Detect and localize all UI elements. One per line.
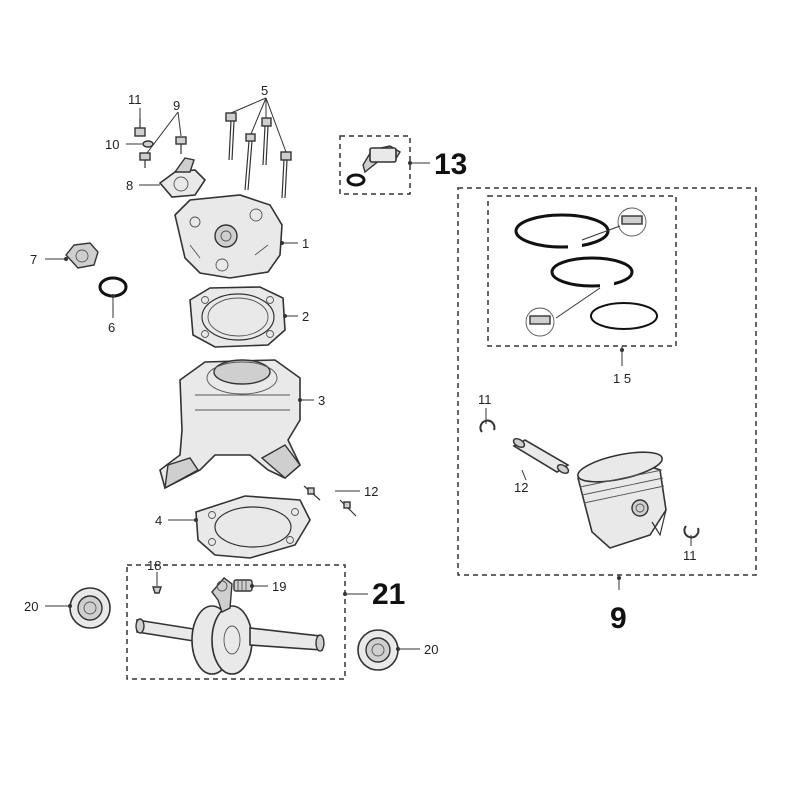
circlip-left-part (479, 419, 496, 433)
label-base-gasket-4: 4 (155, 513, 162, 528)
head-bolts-part (225, 112, 292, 199)
label-o-ring-6: 6 (108, 320, 115, 335)
label-bearing-left-20: 20 (24, 599, 38, 614)
washer-10-part (142, 140, 154, 148)
piston-rings-part (514, 207, 658, 337)
label-circlip-right-11: 11 (683, 548, 697, 563)
label-bearing-right-20: 20 (424, 642, 438, 657)
cylinder-part (159, 359, 301, 490)
base-gasket-part (195, 495, 311, 559)
label-head-bolts-5: 5 (261, 83, 268, 98)
label-screw-9: 9 (173, 98, 180, 113)
temp-sensor-part (346, 145, 401, 187)
label-bolt-11: 11 (128, 92, 142, 107)
piston-rings-group-box (487, 195, 677, 347)
piston-leaders (485, 346, 692, 590)
label-washer-10: 10 (105, 137, 119, 152)
circlip-right-part (683, 525, 700, 539)
label-piston-rings-15: 1 5 (613, 371, 631, 386)
label-key-18: 18 (147, 558, 161, 573)
piston-part (577, 451, 667, 549)
label-piston-pin-12: 12 (514, 480, 528, 495)
label-thermostat-7: 7 (30, 252, 37, 267)
needle-bearing-19-part (233, 579, 253, 592)
bolt-11-part (134, 118, 146, 137)
label-thermostat-cover-8: 8 (126, 178, 133, 193)
label-crankshaft-group-21: 21 (372, 578, 405, 611)
screw-9-parts (139, 136, 187, 168)
label-head-gasket-2: 2 (302, 309, 309, 324)
bearing-left-part (69, 587, 111, 629)
thermostat-part (65, 242, 99, 269)
key-18-part (152, 586, 162, 594)
temp-sensor-leader (408, 161, 430, 165)
label-cylinder-3: 3 (318, 393, 325, 408)
label-circlip-left-11: 11 (478, 392, 492, 407)
label-piston-kit-group-9: 9 (610, 602, 627, 635)
bearing-right-part (357, 629, 399, 671)
label-studs-12: 12 (364, 484, 378, 499)
cylinder-head-part (174, 194, 283, 279)
piston-kit-group-box (457, 187, 757, 576)
piston-pin-part (512, 438, 570, 474)
head-gasket-part (189, 286, 286, 348)
o-ring-part (98, 276, 128, 298)
left-leaders (45, 97, 360, 522)
crank-leaders (45, 572, 420, 651)
label-needle-bearing-19: 19 (272, 579, 286, 594)
label-cylinder-head-1: 1 (302, 236, 309, 251)
thermostat-cover-part (158, 157, 207, 198)
crankshaft-part (135, 577, 325, 675)
studs-12-part (303, 485, 357, 517)
crankshaft-group-box (126, 564, 346, 680)
label-temp-sensor-group-13: 13 (434, 148, 467, 181)
